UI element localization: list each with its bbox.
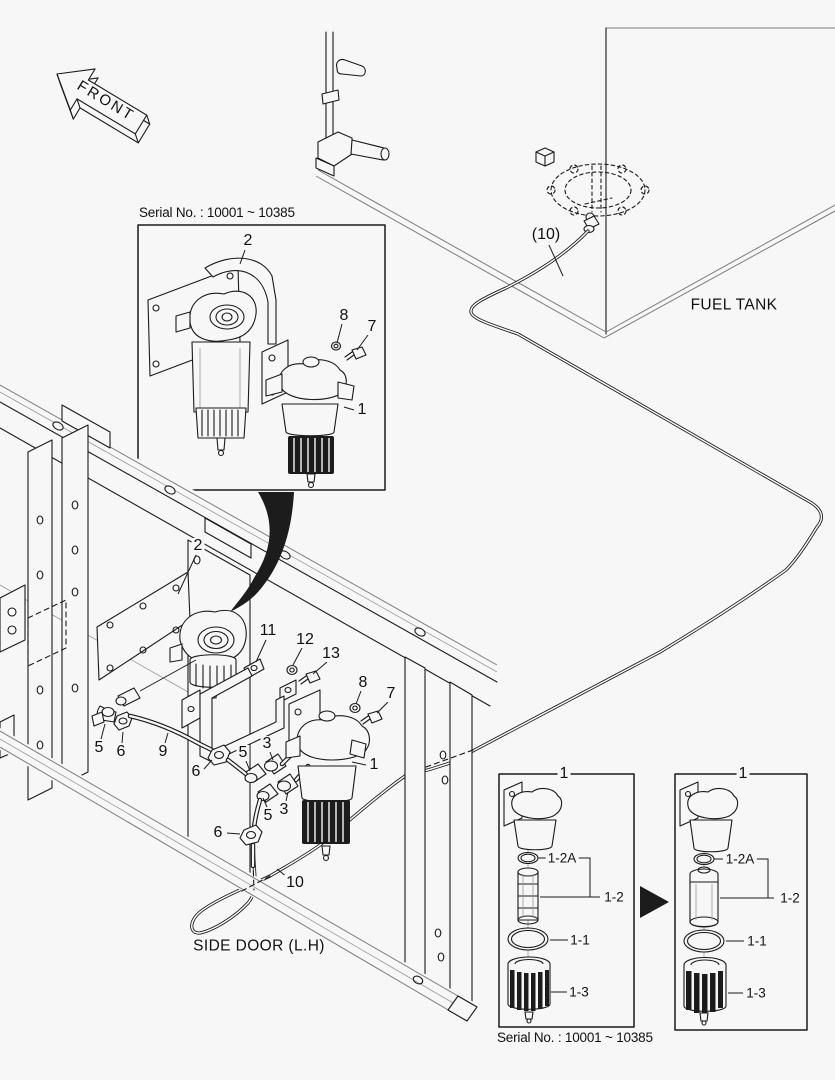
callout-main-washer-12: 12 bbox=[294, 631, 316, 648]
door-frame bbox=[0, 381, 497, 1022]
callout-inset-right-assy-1: 1 bbox=[736, 765, 750, 782]
callout-inset-top-bolt-7: 7 bbox=[365, 318, 379, 335]
callout-main-plate-2: 2 bbox=[191, 537, 205, 554]
fuel-hose-10 bbox=[192, 231, 822, 933]
callout-inset-top-washer-8: 8 bbox=[337, 307, 351, 324]
fuel-tank-outline bbox=[316, 28, 835, 338]
callout-main-hose-10: 10 bbox=[284, 874, 306, 891]
serial-note-bottom: Serial No. : 10001 ~ 10385 bbox=[497, 1030, 653, 1045]
between-insets-arrow bbox=[640, 886, 669, 918]
callout-inset-right-bowl-1-3: 1-3 bbox=[744, 985, 768, 1001]
callout-inset-right-element-1-2: 1-2 bbox=[778, 890, 802, 906]
callout-main-conn-5-lower: 5 bbox=[261, 807, 275, 824]
callout-main-bolt-7: 7 bbox=[384, 685, 398, 702]
callout-main-filter-1: 1 bbox=[367, 756, 381, 773]
callout-main-elbow-5: 5 bbox=[92, 739, 106, 756]
callout-inset-left-element-1-2: 1-2 bbox=[602, 889, 626, 905]
callout-inset-right-oring-1-2a: 1-2A bbox=[723, 851, 757, 867]
inset-box-left bbox=[499, 774, 634, 1027]
callout-main-conn-3-lower: 3 bbox=[277, 801, 291, 818]
main-assembly bbox=[92, 572, 382, 866]
fuel-tank-label: FUEL TANK bbox=[690, 296, 778, 314]
inset-box-right bbox=[675, 774, 807, 1030]
callout-inset-left-oring-1-1: 1-1 bbox=[568, 932, 592, 948]
callout-main-nut-6: 6 bbox=[114, 743, 128, 760]
callout-tank-hose-10: (10) bbox=[529, 226, 563, 243]
callout-inset-top-filter-1: 1 bbox=[355, 401, 369, 418]
callout-inset-right-oring-1-1: 1-1 bbox=[745, 933, 769, 949]
serial-note-top: Serial No. : 10001 ~ 10385 bbox=[139, 205, 295, 220]
callout-inset-left-bowl-1-3: 1-3 bbox=[567, 984, 591, 1000]
callout-inset-left-oring-1-2a: 1-2A bbox=[545, 850, 579, 866]
callout-main-bracket-11: 11 bbox=[257, 622, 279, 639]
side-door-label: SIDE DOOR (L.H) bbox=[193, 937, 325, 955]
callout-main-conn-5-upper: 5 bbox=[236, 744, 250, 761]
callout-main-elbow-6-mid: 6 bbox=[189, 763, 203, 780]
callout-main-conn-3-upper: 3 bbox=[260, 735, 274, 752]
inset-box-top bbox=[138, 225, 385, 490]
callout-main-hose-9: 9 bbox=[156, 743, 170, 760]
callout-main-washer-8: 8 bbox=[356, 674, 370, 691]
front-direction-arrow bbox=[57, 69, 150, 143]
callout-inset-top-bracket-2: 2 bbox=[241, 232, 255, 249]
leader-lines bbox=[101, 245, 774, 993]
callout-main-bolt-13: 13 bbox=[320, 645, 342, 662]
callout-main-nut-6-lower: 6 bbox=[211, 824, 225, 841]
callout-inset-left-assy-1: 1 bbox=[557, 765, 571, 782]
swoosh-arrow bbox=[230, 492, 294, 612]
